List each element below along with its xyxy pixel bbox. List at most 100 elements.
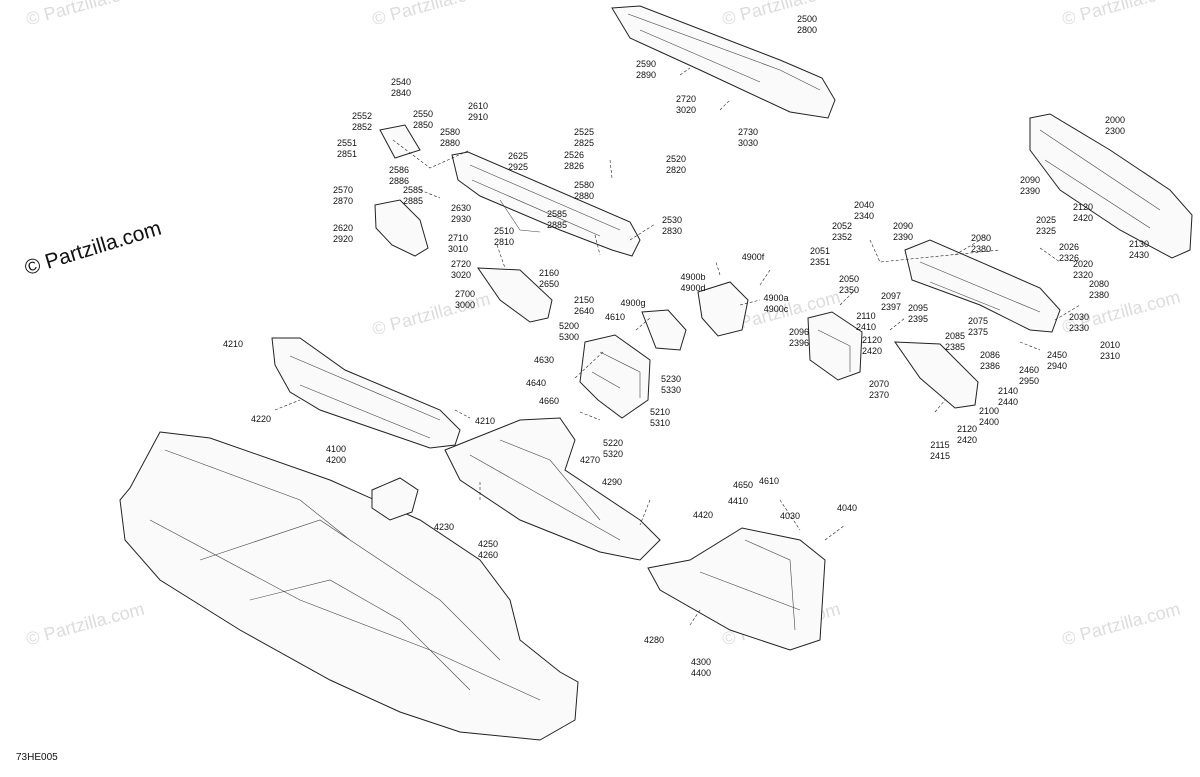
part-label[interactable]: 5230 5330 xyxy=(660,374,682,395)
part-label[interactable]: 2580 2880 xyxy=(573,180,595,201)
part-label[interactable]: 2586 2886 xyxy=(388,165,410,186)
part-label[interactable]: 2580 2880 xyxy=(439,127,461,148)
part-label[interactable]: 2150 2640 xyxy=(573,295,595,316)
part-label[interactable]: 2551 2851 xyxy=(336,138,358,159)
part-label[interactable]: 4410 xyxy=(727,496,749,506)
part-label[interactable]: 2140 2440 xyxy=(997,386,1019,407)
part-label[interactable]: 2080 2380 xyxy=(1088,279,1110,300)
part-label[interactable]: 2110 2410 xyxy=(855,311,877,332)
upper-door-panel xyxy=(611,5,836,119)
part-label[interactable]: 2080 2380 xyxy=(970,233,992,254)
left-trim-piece xyxy=(477,267,553,323)
part-label[interactable]: 2510 2810 xyxy=(493,226,515,247)
part-label[interactable]: 2520 2820 xyxy=(665,154,687,175)
part-label[interactable]: 4030 xyxy=(779,511,801,521)
part-label[interactable]: 2050 2350 xyxy=(838,274,860,295)
part-label[interactable]: 4660 xyxy=(538,396,560,406)
part-label[interactable]: 4610 xyxy=(604,312,626,322)
part-label[interactable]: 4040 xyxy=(836,503,858,513)
part-label[interactable]: 2130 2430 xyxy=(1128,239,1150,260)
part-label[interactable]: 2720 3020 xyxy=(675,94,697,115)
part-label[interactable]: 2100 2400 xyxy=(978,406,1000,427)
part-label[interactable]: 4250 4260 xyxy=(477,539,499,560)
part-label[interactable]: 2120 2420 xyxy=(861,335,883,356)
part-label[interactable]: 4210 xyxy=(474,416,496,426)
part-label[interactable]: 2085 2385 xyxy=(944,331,966,352)
part-label[interactable]: 4300 4400 xyxy=(690,657,712,678)
part-label[interactable]: 4280 xyxy=(643,635,665,645)
part-label[interactable]: 2552 2852 xyxy=(351,111,373,132)
rear-skid-plate xyxy=(647,527,826,651)
part-label[interactable]: 2120 2420 xyxy=(956,424,978,445)
part-label[interactable]: 2115 2415 xyxy=(929,440,951,461)
part-label[interactable]: 4630 xyxy=(533,355,555,365)
part-label[interactable]: 2525 2825 xyxy=(573,127,595,148)
part-label[interactable]: 4220 xyxy=(250,414,272,424)
part-label[interactable]: 2570 2870 xyxy=(332,185,354,206)
part-label[interactable]: 2052 2352 xyxy=(831,221,853,242)
part-label[interactable]: 2540 2840 xyxy=(390,77,412,98)
part-label[interactable]: 2020 2320 xyxy=(1072,259,1094,280)
part-label[interactable]: 2160 2650 xyxy=(538,268,560,289)
part-label[interactable]: 4610 xyxy=(758,476,780,486)
left-door-frame xyxy=(374,124,641,257)
part-label[interactable]: 2040 2340 xyxy=(853,200,875,221)
part-label[interactable]: 2625 2925 xyxy=(507,151,529,172)
part-label[interactable]: 2610 2910 xyxy=(467,101,489,122)
part-label[interactable]: 2550 2850 xyxy=(412,109,434,130)
part-label[interactable]: 2120 2420 xyxy=(1072,202,1094,223)
part-label[interactable]: 4290 xyxy=(601,477,623,487)
part-label[interactable]: 4900g xyxy=(620,298,646,308)
part-label[interactable]: 2710 3010 xyxy=(447,233,469,254)
part-label[interactable]: 4650 xyxy=(732,480,754,490)
main-floor-assembly xyxy=(119,431,579,741)
right-door-panel xyxy=(1029,113,1193,259)
center-bracket xyxy=(579,334,651,419)
part-label[interactable]: 2095 2395 xyxy=(907,303,929,324)
part-label[interactable]: 5200 5300 xyxy=(558,321,580,342)
part-label[interactable]: 2526 2826 xyxy=(563,150,585,171)
part-label[interactable]: 2585 2885 xyxy=(402,185,424,206)
part-label[interactable]: 4270 xyxy=(579,455,601,465)
part-label[interactable]: 2500 2800 xyxy=(796,14,818,35)
part-label[interactable]: 4900f xyxy=(741,252,765,262)
part-label[interactable]: 2630 2930 xyxy=(450,203,472,224)
part-label[interactable]: 4420 xyxy=(692,510,714,520)
part-label[interactable]: 2460 2950 xyxy=(1018,365,1040,386)
part-label[interactable]: 2097 2397 xyxy=(880,291,902,312)
part-label[interactable]: 4210 xyxy=(222,339,244,349)
part-label[interactable]: 2096 2396 xyxy=(788,327,810,348)
part-label[interactable]: 2075 2375 xyxy=(967,316,989,337)
part-label[interactable]: 2000 2300 xyxy=(1104,115,1126,136)
part-label[interactable]: 2530 2830 xyxy=(661,215,683,236)
part-label[interactable]: 4230 xyxy=(433,522,455,532)
cover-housing xyxy=(641,281,749,351)
part-label[interactable]: 2070 2370 xyxy=(868,379,890,400)
part-label[interactable]: 2051 2351 xyxy=(809,246,831,267)
part-label[interactable]: 4100 4200 xyxy=(325,444,347,465)
part-label[interactable]: 2026 2326 xyxy=(1058,242,1080,263)
part-label[interactable]: 2090 2390 xyxy=(892,221,914,242)
part-label[interactable]: 2025 2325 xyxy=(1035,215,1057,236)
part-label[interactable]: 2700 3000 xyxy=(454,289,476,310)
part-label[interactable]: 2590 2890 xyxy=(635,59,657,80)
part-label[interactable]: 2620 2920 xyxy=(332,223,354,244)
part-label[interactable]: 2030 2330 xyxy=(1068,312,1090,333)
part-label[interactable]: 2086 2386 xyxy=(979,350,1001,371)
part-label[interactable]: 2720 3020 xyxy=(450,259,472,280)
right-door-frame xyxy=(904,239,1061,333)
part-label[interactable]: 5210 5310 xyxy=(649,407,671,428)
part-label[interactable]: 4900a 4900c xyxy=(763,293,789,314)
part-label[interactable]: 2730 3030 xyxy=(737,127,759,148)
part-label[interactable]: 2010 2310 xyxy=(1099,340,1121,361)
part-label[interactable]: 2090 2390 xyxy=(1019,175,1041,196)
right-bracket-box xyxy=(807,311,863,381)
part-label[interactable]: 4900b 4900d xyxy=(680,272,706,293)
part-label[interactable]: 4640 xyxy=(525,378,547,388)
part-label[interactable]: 5220 5320 xyxy=(602,438,624,459)
part-label[interactable]: 2450 2940 xyxy=(1046,350,1068,371)
center-floor-panel xyxy=(444,417,661,561)
part-label[interactable]: 2585 2885 xyxy=(546,209,568,230)
